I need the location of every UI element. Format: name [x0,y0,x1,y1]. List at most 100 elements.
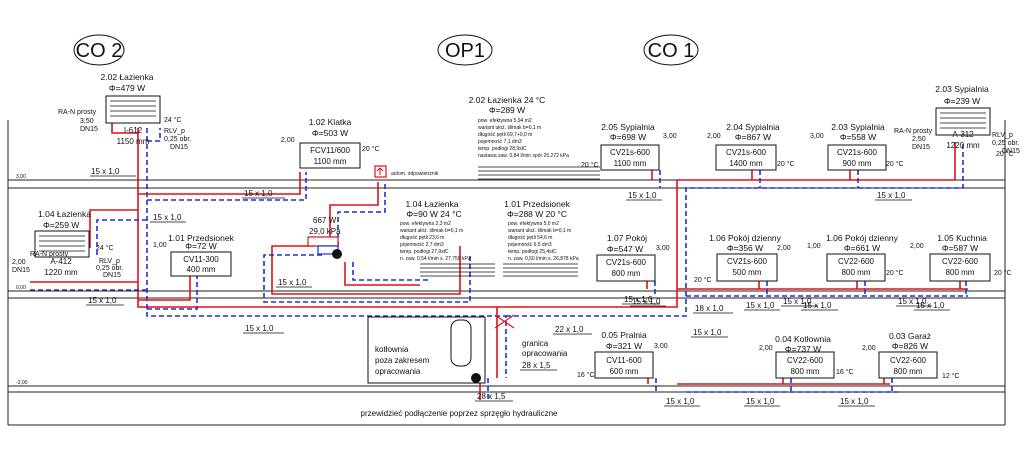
pipe-size-label: 22 x 1,0 [555,325,584,334]
svg-text:CV21s-600: CV21s-600 [727,257,768,266]
svg-text:Φ=356 W: Φ=356 W [727,243,763,253]
svg-text:2.05 Sypialnia: 2.05 Sypialnia [601,122,655,132]
svg-text:0,25 obr.: 0,25 obr. [992,140,1019,147]
room-label: 0.05 Pralnia Φ=321 W [601,330,647,351]
svg-text:2.03 Sypialnia: 2.03 Sypialnia [935,84,989,94]
svg-text:pojemność 7,1 dm3: pojemność 7,1 dm3 [478,139,522,145]
room-label: 1.05 Kuchnia Φ=587 W [937,233,987,253]
boundary-note: granica opracowania [494,314,568,358]
svg-text:Φ=503 W: Φ=503 W [312,128,348,138]
svg-text:2,00: 2,00 [12,259,26,266]
pipe-size-label: 15 x 1,0 [693,328,722,337]
svg-text:0.04 Kotłownia: 0.04 Kotłownia [775,334,831,344]
pipe-labels: 15 x 1,0 15 x 1,0 15 x 1,0 15 x 1,0 15 x… [86,167,950,407]
room-labels: 2.02 Łazienka Φ=479 W 1.02 Klatka Φ=503 … [38,72,989,354]
temperature-label: 20 °C [694,276,712,284]
svg-text:wariant ułoż. ślimak b=0,1 m: wariant ułoż. ślimak b=0,1 m [508,228,571,234]
footnote: przewidzieć podłączenie poprzez sprzęgło… [361,409,559,418]
svg-text:2.02 Łazienka: 2.02 Łazienka [101,72,154,82]
svg-text:1100 mm: 1100 mm [314,157,347,166]
temperature-label: 20 °C [886,160,904,168]
temperature-label: 20 °C [581,161,599,169]
radiator-box: CV22-600 800 mm [775,351,835,379]
svg-text:pow. efektywna 5,94 m2: pow. efektywna 5,94 m2 [478,118,532,124]
svg-text:Φ=587 W: Φ=587 W [942,243,978,253]
svg-text:pojemność 2,7 dm3: pojemność 2,7 dm3 [400,242,444,248]
svg-text:900 mm: 900 mm [843,159,872,168]
svg-text:CV22-600: CV22-600 [787,356,824,365]
manifold-icon [307,236,339,247]
svg-text:A-412: A-412 [50,257,72,266]
svg-text:400 mm: 400 mm [187,265,216,274]
valve-setting: 1,00 [153,242,167,249]
radiator-box: CV22-600 800 mm [878,351,938,379]
svg-text:nastawa zaw. 0,84 l/min spór 2: nastawa zaw. 0,84 l/min spór 25,272 kPa [478,153,569,159]
radiator-box: CV11-600 600 mm [594,351,654,379]
svg-text:DN15: DN15 [170,144,188,151]
svg-text:n. zaw. 0,54 l/min s. 27,759 k: n. zaw. 0,54 l/min s. 27,759 kPa [400,256,471,262]
pipe-size-label: 15 x 1,0 [898,297,927,306]
manifold-power: 667 W [313,216,337,225]
svg-text:2.04 Sypialnia: 2.04 Sypialnia [726,122,780,132]
pipe-size-label: 15 x 1,0 [244,189,273,198]
svg-text:Φ=72 W: Φ=72 W [185,241,217,251]
pipe-network [30,120,968,400]
temperature-label: 20 °C [777,160,795,168]
room-label: 2.02 Łazienka 24 °C Φ=289 W [469,95,546,115]
svg-text:RA-N prosty: RA-N prosty [58,109,97,116]
svg-text:500 mm: 500 mm [733,268,762,277]
rlv-note: RLV_p 0,25 obr. DN15 [164,128,191,151]
pipe-size-label: 15 x 1,0 [153,213,182,222]
floor-heating-specs: pow. efektywna 5,94 m2 wariant ułoż. śli… [400,118,579,262]
svg-text:0,25 obr.: 0,25 obr. [164,136,191,143]
room-label: 0.04 Kotłownia Φ=737 W [775,334,831,354]
valve-setting: 2,00 [281,137,295,144]
ra-n-note: RA-N prosty 2,00 DN15 [12,251,69,274]
svg-text:0.05 Pralnia: 0.05 Pralnia [601,330,647,340]
svg-text:CV11-300: CV11-300 [183,255,219,264]
level-mark: 3,00 [16,174,26,180]
svg-text:Φ=867 W: Φ=867 W [735,132,771,142]
boiler-room: kotłownia poza zakresem opracowania [367,316,486,384]
valve-setting: 2,00 [759,345,773,352]
pipe-size-label: 15 x 1,0 [783,297,812,306]
air-vent: autom. odpowietrznik [374,165,439,178]
floor-slabs [7,120,1006,426]
svg-text:Φ=259 W: Φ=259 W [43,220,79,230]
svg-text:800 mm: 800 mm [894,367,923,376]
valve-setting: 3,00 [810,133,824,140]
ra-n-note: RA-N prosty 3,50 DN15 [58,109,98,133]
floor-heating-spec: pow. efektywna 5,0 m2 wariant ułoż. ślim… [508,221,579,262]
svg-text:1220 mm: 1220 mm [946,141,980,150]
svg-text:Φ=826 W: Φ=826 W [892,341,928,351]
temperature-label: 16 °C [836,368,854,376]
svg-text:długość pętli 23,6 m: długość pętli 23,6 m [400,235,444,241]
svg-text:800 mm: 800 mm [842,268,871,277]
pipe-size-label: 15 x 1,0 [877,191,906,200]
svg-text:1.04 Łazienka: 1.04 Łazienka [38,209,91,219]
air-vent-icon [376,167,384,175]
svg-text:DN15: DN15 [103,272,121,279]
pipe-size-label: 15 x 1,0 [91,167,120,176]
svg-text:1100 mm: 1100 mm [614,159,647,168]
radiators: FCV11/600 1100 mm CV21s-600 1100 mm CV21… [170,142,991,379]
rlv-note: RLV_p 0,25 obr. DN15 [96,258,123,279]
valve-setting: 3,00 [654,343,668,350]
valve-setting: 2,00 [777,245,791,252]
svg-text:temp. podłogi 27,9stC: temp. podłogi 27,9stC [400,249,449,255]
boundary-label: granica [522,339,549,348]
room-label: 1.01 Przedsionek Φ=72 W [168,233,234,251]
svg-text:1220 mm: 1220 mm [44,268,78,277]
room-label: 1.07 Pokój Φ=547 W [607,233,647,254]
radiator-box: CV21s-600 1100 mm [600,144,660,171]
pipe-size-label: 15 x 1,0 [278,278,307,287]
manifold-group: 667 W 29,0 kPa [307,216,342,259]
temperature-label: 24 °C [164,116,182,124]
valve-setting: 2,00 [910,243,924,250]
temperature-label: 20 °C [886,269,904,277]
valve-notes: RLV_p 0,25 obr. DN15 RLV_p 0,25 obr. DN1… [12,109,1020,279]
svg-text:CV11-600: CV11-600 [606,356,642,365]
svg-text:CV21s-600: CV21s-600 [726,148,767,157]
pipe-size-label: 15 x 1,0 [746,397,775,406]
svg-text:800 mm: 800 mm [612,269,641,278]
